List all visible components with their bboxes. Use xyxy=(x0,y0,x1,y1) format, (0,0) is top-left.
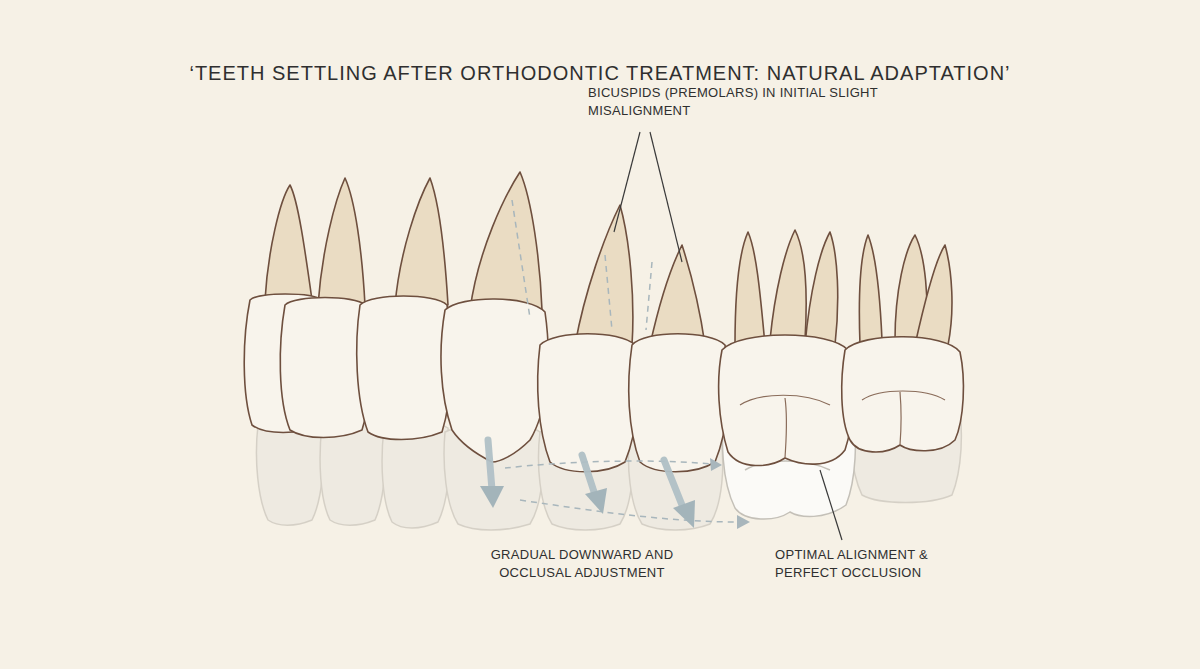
tooth-roots-part xyxy=(470,172,542,310)
leader-lines-part xyxy=(820,470,842,540)
tooth-crowns-part xyxy=(441,299,548,462)
tooth-roots-part xyxy=(650,245,705,345)
tooth-roots-part xyxy=(735,232,765,345)
dashed-arrowheads-part xyxy=(737,515,750,529)
leader-lines xyxy=(614,132,842,540)
molar-grooves-part xyxy=(900,392,901,445)
tooth-crowns xyxy=(244,294,963,472)
movement-arrows-part xyxy=(488,440,492,490)
tooth-crowns-part xyxy=(719,335,853,466)
alignment-guides-part xyxy=(646,262,652,330)
movement-arrows xyxy=(488,440,684,510)
dashed-arrowheads xyxy=(710,458,750,529)
caption-label: OPTIMAL ALIGNMENT & PERFECT OCCLUSION xyxy=(775,546,990,582)
diagram-title: ‘TEETH SETTLING AFTER ORTHODONTIC TREATM… xyxy=(50,62,1150,85)
molar-grooves-part xyxy=(785,398,787,458)
tooth-crowns-part xyxy=(629,334,729,472)
alignment-guides-part xyxy=(505,461,712,468)
caption-label: GRADUAL DOWNWARD AND OCCLUSAL ADJUSTMENT xyxy=(462,546,702,582)
alignment-guides-part xyxy=(520,500,738,522)
alignment-guides-part xyxy=(512,200,530,318)
tooth-roots-part xyxy=(859,235,882,345)
movement-arrowheads-part xyxy=(673,500,695,528)
movement-arrows-part xyxy=(582,455,596,498)
movement-arrowheads-part xyxy=(480,486,504,508)
tooth-roots-part xyxy=(915,245,952,345)
tooth-roots-part xyxy=(395,178,448,305)
alignment-guides xyxy=(505,200,738,522)
tooth-roots-part xyxy=(265,185,312,300)
callout-label: BICUSPIDS (PREMOLARS) IN INITIAL SLIGHT … xyxy=(588,84,888,120)
tooth-crowns-part xyxy=(357,296,452,440)
tooth-crowns-part xyxy=(842,337,964,452)
leader-lines-part xyxy=(650,132,682,262)
molar-grooves xyxy=(740,391,945,458)
alignment-guides-part xyxy=(605,255,612,330)
tooth-roots-part xyxy=(805,232,838,345)
movement-arrowheads-part xyxy=(585,488,607,514)
tooth-crowns-part xyxy=(538,334,639,472)
tooth-roots-part xyxy=(318,178,365,305)
tooth-roots-part xyxy=(575,205,633,345)
leader-lines-part xyxy=(614,132,640,232)
tooth-roots-part xyxy=(770,230,806,340)
molar-grooves-part xyxy=(862,391,945,400)
dashed-arrowheads-part xyxy=(710,458,722,471)
movement-arrowheads xyxy=(480,486,695,528)
movement-arrows-part xyxy=(664,460,684,510)
